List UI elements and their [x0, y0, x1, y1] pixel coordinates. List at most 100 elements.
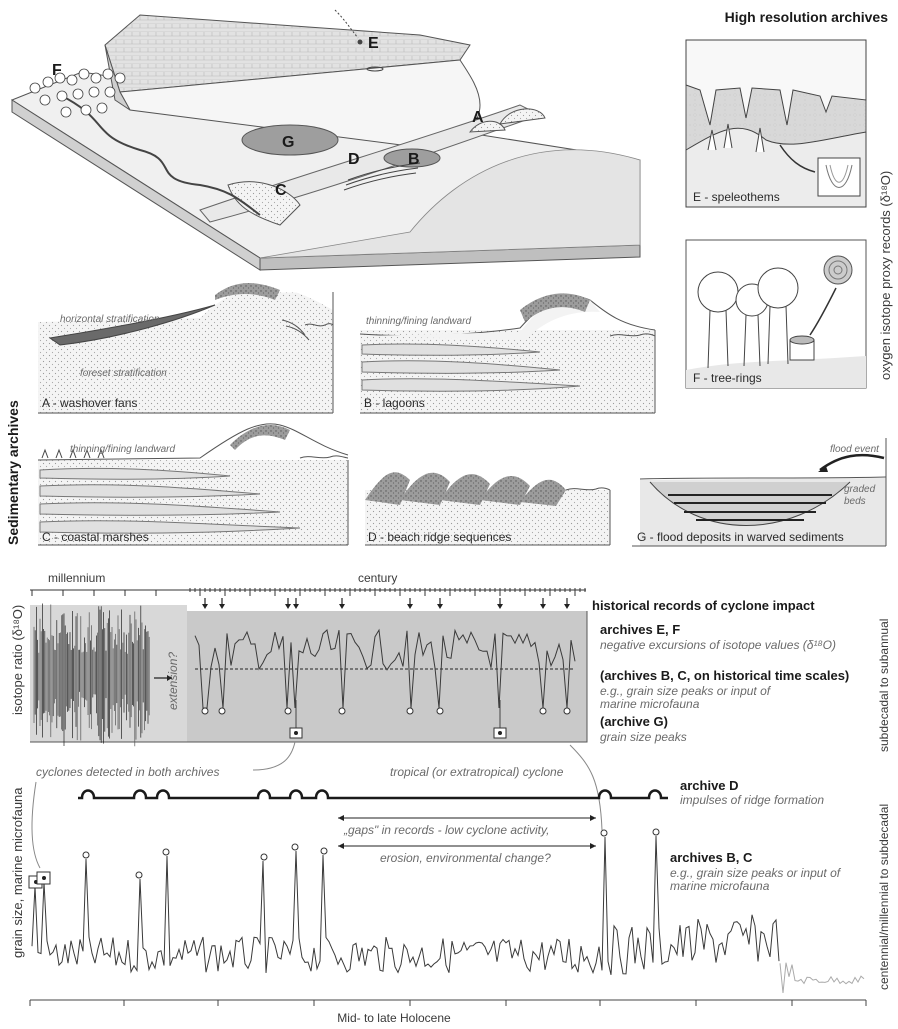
speleothem-panel: E - speleothems — [685, 39, 867, 208]
grain-size-label: grain size, marine microfauna — [10, 787, 25, 958]
upper-legend: archives E, F negative excursions of iso… — [600, 619, 891, 752]
ridge-impulse-line: archive D impulses of ridge formation — [78, 778, 824, 807]
lagoons-note: thinning/fining landward — [366, 316, 472, 327]
cyclone-marker — [284, 707, 292, 715]
gaps-annotation: „gaps" in records - low cyclone activity… — [338, 815, 596, 865]
flood-caption: G - flood deposits in warved sediments — [637, 530, 844, 544]
cyclone-marker — [563, 707, 571, 715]
isotope-proxy-axis-label: oxygen isotope proxy records (δ¹⁸O) — [878, 171, 893, 380]
millennium-label: millennium — [48, 571, 105, 585]
cyclone-marker — [320, 847, 328, 855]
cyclone-marker — [539, 707, 547, 715]
flood-note-graded: graded — [844, 484, 876, 495]
arrow-head — [219, 604, 225, 609]
panel-washover-fans: horizontal stratification foreset strati… — [38, 283, 334, 414]
gaps-line1: „gaps" in records - low cyclone activity… — [343, 823, 549, 837]
legend-d-bold: archive D — [680, 778, 739, 793]
millennium-noise-series — [33, 603, 150, 747]
x-axis-label: Mid- to late Holocene — [337, 1011, 451, 1025]
legend-bc-hist-ital: e.g., grain size peaks or input of — [600, 684, 772, 698]
legend-g-bold: (archive G) — [600, 714, 668, 729]
block-letter-f: F — [52, 62, 62, 79]
arrow-head — [285, 604, 291, 609]
isotope-ratio-label: isotope ratio (δ¹⁸O) — [10, 605, 25, 715]
legend-bc-hist-ital2: marine microfauna — [600, 697, 700, 711]
cyclone-marker — [201, 707, 209, 715]
millennium-ticks — [31, 590, 157, 596]
grain-size-series — [31, 835, 780, 976]
legend-bc-bold: archives B, C — [670, 850, 753, 865]
block-letter-d: D — [348, 151, 360, 168]
cyclone-marker — [291, 843, 299, 851]
cyclone-marker — [135, 871, 143, 879]
sedimentary-side-label: Sedimentary archives — [5, 400, 21, 545]
boxed-dot — [498, 731, 502, 735]
right-lower-label: centennial/millennial to subdecadal — [877, 804, 891, 990]
cyclone-marker — [162, 848, 170, 856]
arrow-head — [407, 604, 413, 609]
arrow-head — [564, 604, 570, 609]
marshes-caption: C - coastal marshes — [42, 530, 149, 544]
arrow-head — [540, 604, 546, 609]
tree-ring-caption: F - tree-rings — [693, 371, 762, 385]
washover-note-foreset: foreset stratification — [80, 368, 167, 379]
century-isotope-series — [194, 628, 576, 709]
beach-ridges-caption: D - beach ridge sequences — [368, 530, 511, 544]
upper-chart: extension? isotope ratio (δ¹⁸O) — [10, 598, 588, 747]
block-letter-g: G — [282, 134, 294, 151]
block-diagram: F E G D B A C — [10, 9, 641, 271]
arrow-head — [293, 604, 299, 609]
legend-bc-hist-bold: (archives B, C, on historical time scale… — [600, 668, 849, 683]
cyclone-marker — [406, 707, 414, 715]
flood-note-event: flood event — [830, 444, 880, 455]
boxed-dot — [42, 876, 46, 880]
cyclone-marker — [338, 707, 346, 715]
block-letter-a: A — [472, 109, 484, 126]
cyclone-marker — [82, 851, 90, 859]
marshes-note: thinning/fining landward — [70, 444, 176, 455]
block-letter-e: E — [368, 35, 379, 52]
arrow-head — [339, 604, 345, 609]
panel-coastal-marshes: thinning/fining landward C - coastal mar… — [37, 423, 349, 546]
cyclones-both-label: cyclones detected in both archives — [36, 765, 219, 779]
panel-beach-ridges: D - beach ridge sequences — [365, 472, 611, 546]
arrow-head — [437, 604, 443, 609]
timeline-header: millennium century historical records of… — [30, 571, 815, 613]
legend-d-ital: impulses of ridge formation — [680, 793, 824, 807]
legend-bc-ital2: marine microfauna — [670, 879, 770, 893]
historical-records-label: historical records of cyclone impact — [592, 598, 815, 613]
x-axis-ticks — [29, 1000, 867, 1006]
lower-chart: Mid- to late Holocene grain size, marine… — [10, 787, 891, 1025]
grain-size-series-tail — [779, 962, 865, 994]
speleothem-caption: E - speleothems — [693, 190, 780, 204]
flood-note-beds: beds — [844, 496, 866, 507]
cyclone-marker — [652, 828, 660, 836]
block-letter-c: C — [275, 182, 287, 199]
boxed-dot — [294, 731, 298, 735]
historical-arrows — [202, 598, 570, 609]
gaps-line2: erosion, environmental change? — [380, 851, 551, 865]
panel-flood-deposits: flood event graded beds G - flood deposi… — [632, 438, 887, 547]
arrow-head — [497, 604, 503, 609]
extension-label: extension? — [166, 652, 180, 710]
upper-cyclone-markers — [201, 700, 571, 739]
cyclone-marker — [260, 853, 268, 861]
arrow-head — [202, 604, 208, 609]
legend-ef-ital: negative excursions of isotope values (δ… — [600, 638, 836, 652]
lower-cyclone-markers — [28, 828, 660, 889]
right-upper-label: subdecadal to subannual — [877, 619, 891, 752]
cyclone-marker — [218, 707, 226, 715]
panel-lagoons: thinning/fining landward B - lagoons — [359, 293, 656, 414]
washover-note-horizontal: horizontal stratification — [60, 314, 160, 325]
washover-caption: A - washover fans — [42, 396, 137, 410]
legend-bc-ital: e.g., grain size peaks or input of — [670, 866, 842, 880]
block-letter-b: B — [408, 151, 420, 168]
tree-ring-panel: F - tree-rings — [685, 239, 867, 389]
high-res-title: High resolution archives — [725, 9, 889, 25]
lagoons-caption: B - lagoons — [364, 396, 425, 410]
century-label: century — [358, 571, 397, 585]
cyclone-marker — [600, 829, 608, 837]
legend-g-ital: grain size peaks — [600, 730, 687, 744]
tropical-cyclone-label: tropical (or extratropical) cyclone — [390, 765, 564, 779]
